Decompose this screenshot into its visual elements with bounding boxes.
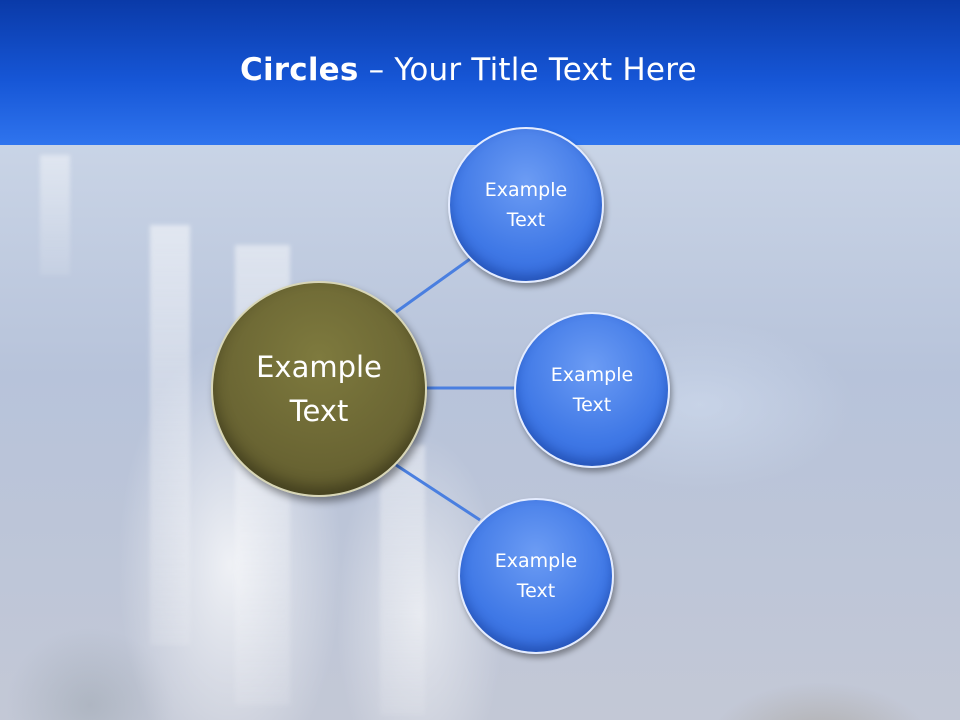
connector-bottom (395, 463, 481, 522)
title-rest: – Your Title Text Here (358, 52, 697, 88)
center-circle[interactable]: Example Text (211, 281, 427, 497)
center-circle-label: Example Text (256, 350, 382, 428)
node-circle-middle[interactable]: Example Text (514, 312, 670, 468)
title-bold: Circles (240, 52, 359, 88)
slide-title: Circles – Your Title Text Here (240, 52, 697, 88)
connector-top (395, 257, 471, 314)
node-label-top: Example Text (484, 179, 568, 231)
node-label-middle: Example Text (550, 364, 634, 416)
waterfall-streak (150, 225, 190, 645)
node-label-bottom: Example Text (494, 550, 578, 602)
node-circle-top[interactable]: Example Text (448, 127, 604, 283)
waterfall-streak (40, 155, 70, 275)
node-circle-bottom[interactable]: Example Text (458, 498, 614, 654)
waterfall-streak (380, 445, 425, 715)
title-bar: Circles – Your Title Text Here (0, 0, 960, 145)
